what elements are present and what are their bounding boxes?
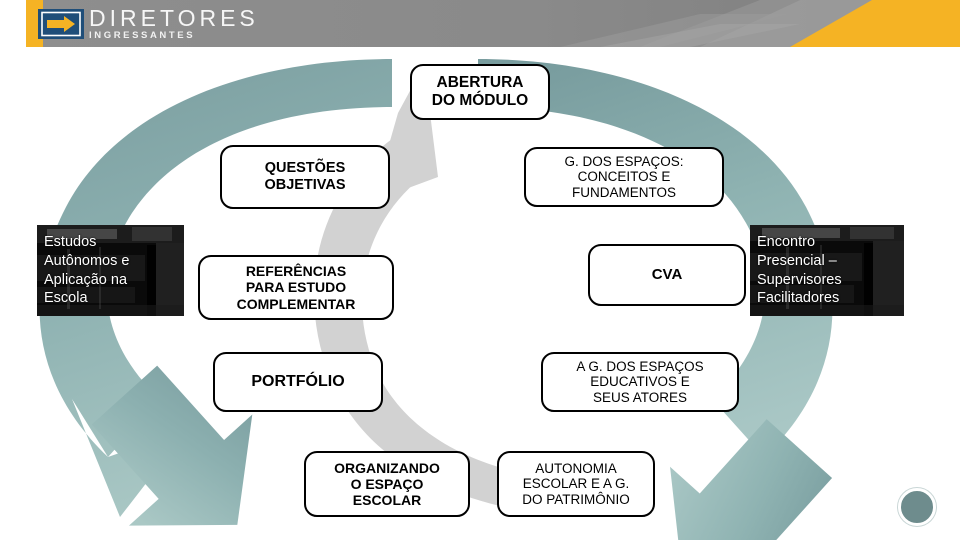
header-banner: DIRETORES INGRESSANTES xyxy=(0,0,960,47)
inner-arrow xyxy=(314,139,600,517)
arrow-logo-icon xyxy=(38,9,84,39)
node-portfolio-label: PORTFÓLIO xyxy=(251,372,345,390)
header-background xyxy=(0,0,960,47)
brand-logo: DIRETORES INGRESSANTES xyxy=(38,5,259,43)
decorative-dot-icon xyxy=(898,488,936,526)
outer-arrow-right xyxy=(478,59,833,457)
node-portfolio[interactable]: PORTFÓLIO xyxy=(213,352,383,412)
brand-subtitle: INGRESSANTES xyxy=(89,30,196,42)
node-cva-label: CVA xyxy=(651,266,683,284)
outer-arrow-left-head xyxy=(91,365,253,526)
photo-estudos-texture xyxy=(37,225,184,316)
brand-logo-text: DIRETORES INGRESSANTES xyxy=(89,7,259,41)
brand-name: DIRETORES xyxy=(89,5,259,32)
outer-arrow-right-head xyxy=(670,419,833,540)
node-cva[interactable]: CVA xyxy=(588,244,746,306)
photo-encontro-texture xyxy=(750,225,904,316)
